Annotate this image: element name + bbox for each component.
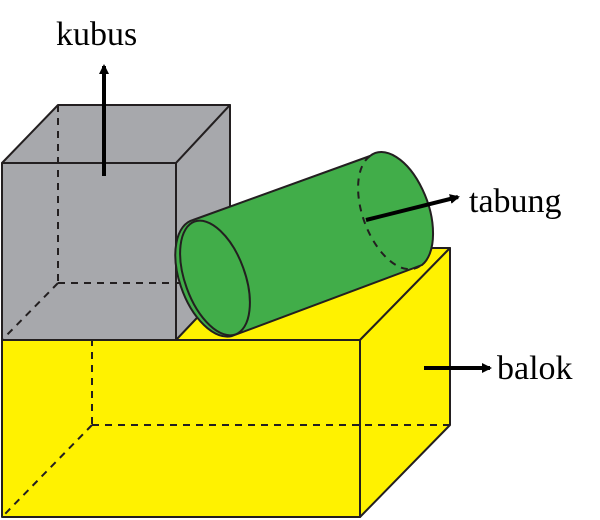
cylinder-front-end — [179, 219, 251, 337]
cylinder-arrow — [365, 194, 460, 222]
cylinder-shape — [174, 151, 435, 338]
cylinder-label: tabung — [469, 183, 562, 220]
cuboid-label: balok — [497, 350, 573, 387]
cube-label: kubus — [56, 16, 137, 53]
label-arrows — [99, 64, 492, 373]
cube-front-face — [1, 162, 177, 341]
cuboid-front-face — [1, 339, 361, 518]
cylinder-hidden-edge — [357, 155, 421, 271]
